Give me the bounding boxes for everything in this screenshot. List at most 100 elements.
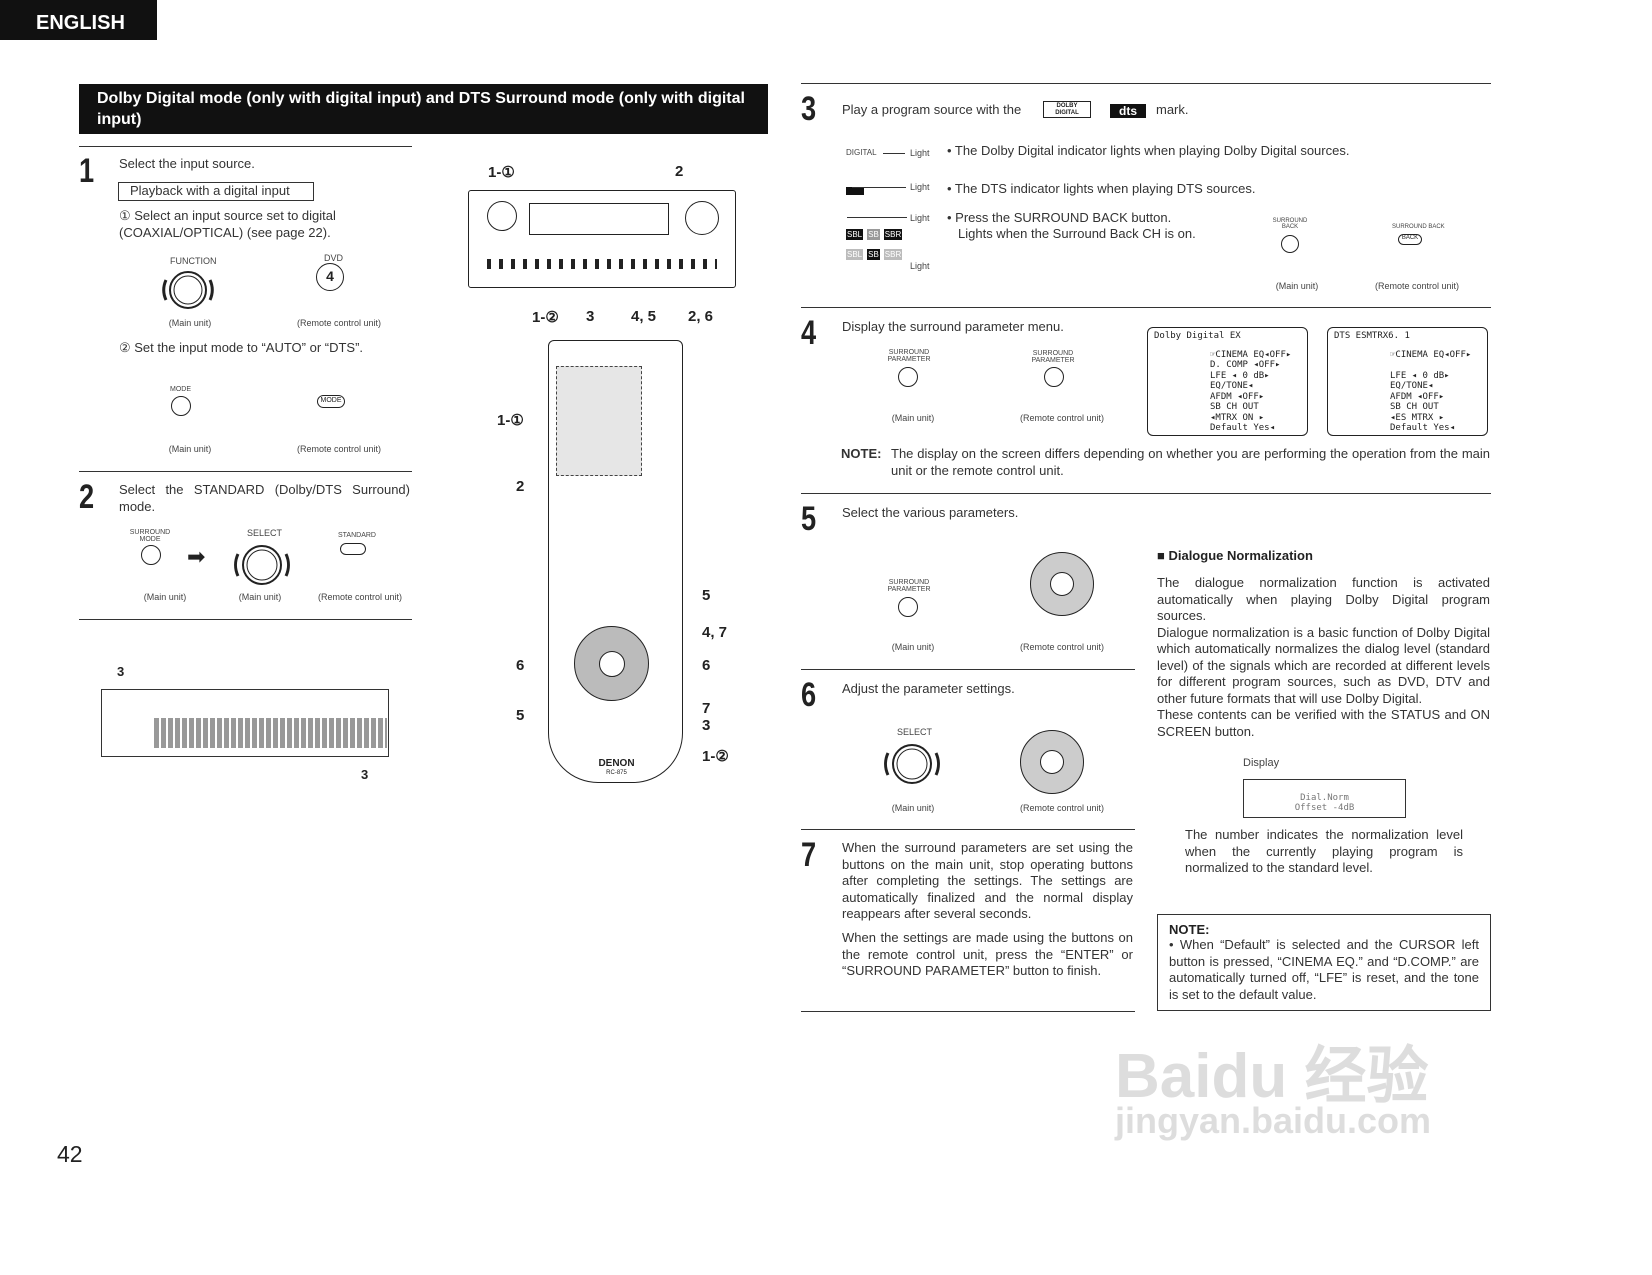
callout-4-5: 4, 5 (631, 308, 657, 325)
cursor-pad-icon (1030, 552, 1094, 616)
step-6-number: 6 (801, 676, 817, 714)
standard-label: STANDARD (338, 532, 376, 539)
surround-parameter-label: SURROUND PARAMETER (887, 349, 931, 363)
caption-main: (Main unit) (143, 592, 187, 602)
surround-parameter-remote-icon (1044, 367, 1064, 387)
callout-6: 6 (516, 657, 525, 674)
watermark-logo: Baidu 经验 (1115, 1042, 1429, 1111)
cursor-pad-icon (1020, 730, 1084, 794)
step-7-p2: When the settings are made using the but… (842, 930, 1133, 978)
caption-remote: (Remote control unit) (296, 318, 382, 328)
step-5-text: Select the various parameters. (842, 505, 1019, 520)
caption-main: (Main unit) (891, 413, 935, 423)
select-knob-icon (234, 545, 290, 585)
callout-1-1: 1-① (497, 412, 524, 429)
caption-main: (Main unit) (1275, 281, 1319, 291)
step-3-text-post: mark. (1156, 102, 1189, 117)
callout-1-1: 1-① (488, 164, 515, 181)
caption-remote: (Remote control unit) (1019, 642, 1105, 652)
caption-remote: (Remote control unit) (1019, 413, 1105, 423)
function-label: FUNCTION (170, 256, 217, 266)
watermark-url: jingyan.baidu.com (1115, 1100, 1432, 1141)
note-box: NOTE: • When “Default” is selected and t… (1157, 914, 1491, 1011)
callout-3: 3 (361, 767, 369, 782)
light-label: Light (910, 261, 930, 271)
surround-back-label: SURROUND BACK (1392, 224, 1445, 230)
callout-2-6: 2, 6 (688, 308, 714, 325)
callout-3: 3 (117, 664, 125, 679)
mode-label: MODE (170, 386, 191, 393)
caption-remote: (Remote control unit) (1019, 803, 1105, 813)
receiver-illustration (468, 190, 736, 288)
arrow-right-icon: ➡ (187, 544, 206, 569)
section-title: Dolby Digital mode (only with digital in… (79, 84, 768, 134)
remote-brand: DENON (598, 758, 635, 769)
callout-7: 7 (702, 700, 711, 717)
surround-back-label: SURROUND BACK (1272, 218, 1308, 230)
callout-5: 5 (702, 587, 711, 604)
osd-line: Default Yes◂ (1390, 423, 1456, 433)
surround-mode-label: SURROUND MODE (129, 529, 171, 543)
back-remote-button: BACK (1398, 234, 1422, 245)
osd-line: ◂ES MTRX ▸ (1390, 412, 1445, 423)
remote-illustration: DENON RC-875 (548, 340, 683, 783)
osd-line: ◂MTRX ON ▸ (1210, 412, 1265, 423)
dts-logo: dts (1110, 104, 1146, 118)
surround-parameter-label: SURROUND PARAMETER (887, 579, 931, 593)
select-knob-icon (884, 744, 940, 784)
bullet-dolby: • The Dolby Digital indicator lights whe… (947, 143, 1350, 158)
callout-5: 5 (516, 707, 525, 724)
step-5-number: 5 (801, 500, 817, 538)
osd-line: SB CH OUT (1210, 402, 1259, 412)
osd-line: SB CH OUT (1390, 402, 1439, 412)
dialogue-text: The dialogue normalization function is a… (1157, 575, 1490, 739)
dd-indicator: DIGITAL (846, 148, 877, 157)
dialogue-title: ■ Dialogue Normalization (1157, 548, 1313, 563)
caption-main: (Main unit) (891, 803, 935, 813)
dolby-digital-logo: DOLBY DIGITAL (1043, 101, 1091, 118)
caption-main: (Main unit) (168, 444, 212, 454)
osd-line: ☞CINEMA EQ◂OFF▸ (1390, 349, 1472, 360)
callout-2: 2 (675, 163, 684, 180)
caption-remote: (Remote control unit) (317, 592, 403, 602)
standard-button-icon (340, 543, 366, 555)
front-display-illustration (101, 689, 389, 757)
bullet-dts: • The DTS indicator lights when playing … (947, 181, 1256, 196)
dts-indicator (846, 187, 864, 195)
osd-line: ☞CINEMA EQ◂OFF▸ (1210, 349, 1292, 360)
osd-line: LFE ◂ 0 dB▸ (1390, 370, 1450, 381)
callout-1-2: 1-② (702, 748, 729, 765)
note-text: The display on the screen differs depend… (891, 446, 1490, 478)
step-4-number: 4 (801, 314, 817, 352)
display-label: Display (1243, 757, 1280, 769)
light-label: Light (910, 213, 930, 223)
step-2-number: 2 (79, 478, 95, 516)
step-7-number: 7 (801, 836, 817, 874)
dialogue-p4: The number indicates the normalization l… (1185, 827, 1463, 875)
osd-line: LFE ◂ 0 dB▸ (1210, 370, 1270, 381)
step-3-text-pre: Play a program source with the (842, 102, 1022, 117)
mode-remote-button: MODE (317, 395, 345, 408)
osd-line: D. COMP ◂OFF▸ (1210, 360, 1281, 370)
step-4-text: Display the surround parameter menu. (842, 319, 1064, 334)
osd-dolby-digital-ex: Dolby Digital EX ☞CINEMA EQ◂OFF▸D. COMP … (1147, 327, 1308, 436)
mode-button-icon (171, 396, 191, 416)
step-1-sub1: ① Select an input source set to digital … (119, 208, 336, 240)
caption-main: (Main unit) (238, 592, 282, 602)
osd-line (1390, 360, 1481, 371)
step-2-text: Select the STANDARD (Dolby/DTS Surround)… (119, 482, 410, 514)
step-6-text: Adjust the parameter settings. (842, 681, 1015, 696)
select-label: SELECT (897, 727, 933, 737)
caption-main: (Main unit) (168, 318, 212, 328)
surround-parameter-button-icon (898, 597, 918, 617)
dvd-label: DVD (324, 253, 344, 263)
function-knob-icon (162, 271, 214, 309)
step-1-sub2: ② Set the input mode to “AUTO” or “DTS”. (119, 340, 364, 355)
select-label: SELECT (247, 528, 283, 538)
osd-line: Default Yes◂ (1210, 423, 1276, 433)
caption-remote: (Remote control unit) (296, 444, 382, 454)
page-number: 42 (57, 1141, 83, 1167)
osd-line: EQ/TONE◂ (1390, 381, 1434, 391)
dvd-4-button: 4 (316, 263, 344, 291)
